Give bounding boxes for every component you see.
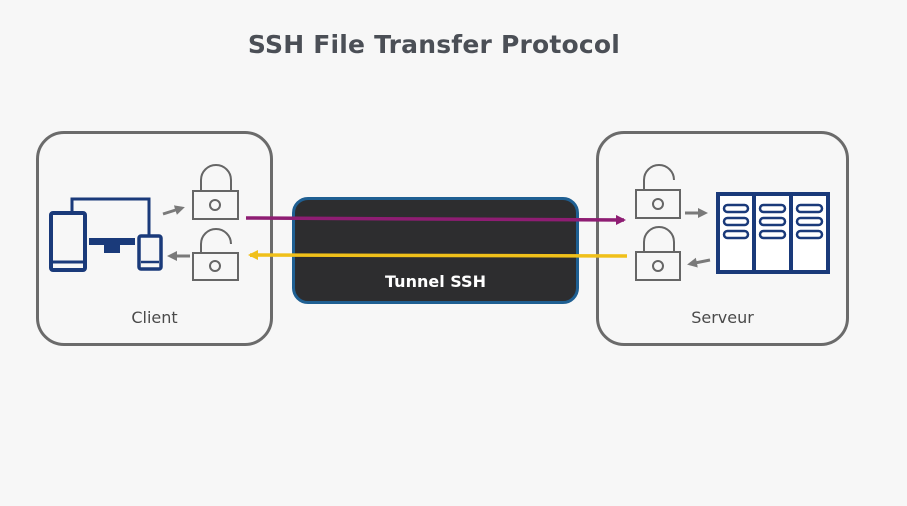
server-rack-icon [716,192,830,274]
server-to-lock-arrow [687,257,711,268]
lock-icon [192,164,239,220]
unlock-icon [192,228,239,281]
inbound-encrypted-arrow [248,250,628,261]
unlock-icon [635,164,681,219]
server-label: Serveur [691,308,754,327]
client-to-lock-arrow [162,205,185,216]
outbound-encrypted-arrow [245,214,626,225]
lock-icon [635,226,681,281]
client-box: Client [36,131,273,346]
devices-icon [49,197,163,272]
client-label: Client [131,308,178,327]
diagram-title: SSH File Transfer Protocol [247,30,621,59]
ssh-tunnel: Tunnel SSH [292,197,579,304]
tunnel-label: Tunnel SSH [385,272,486,291]
